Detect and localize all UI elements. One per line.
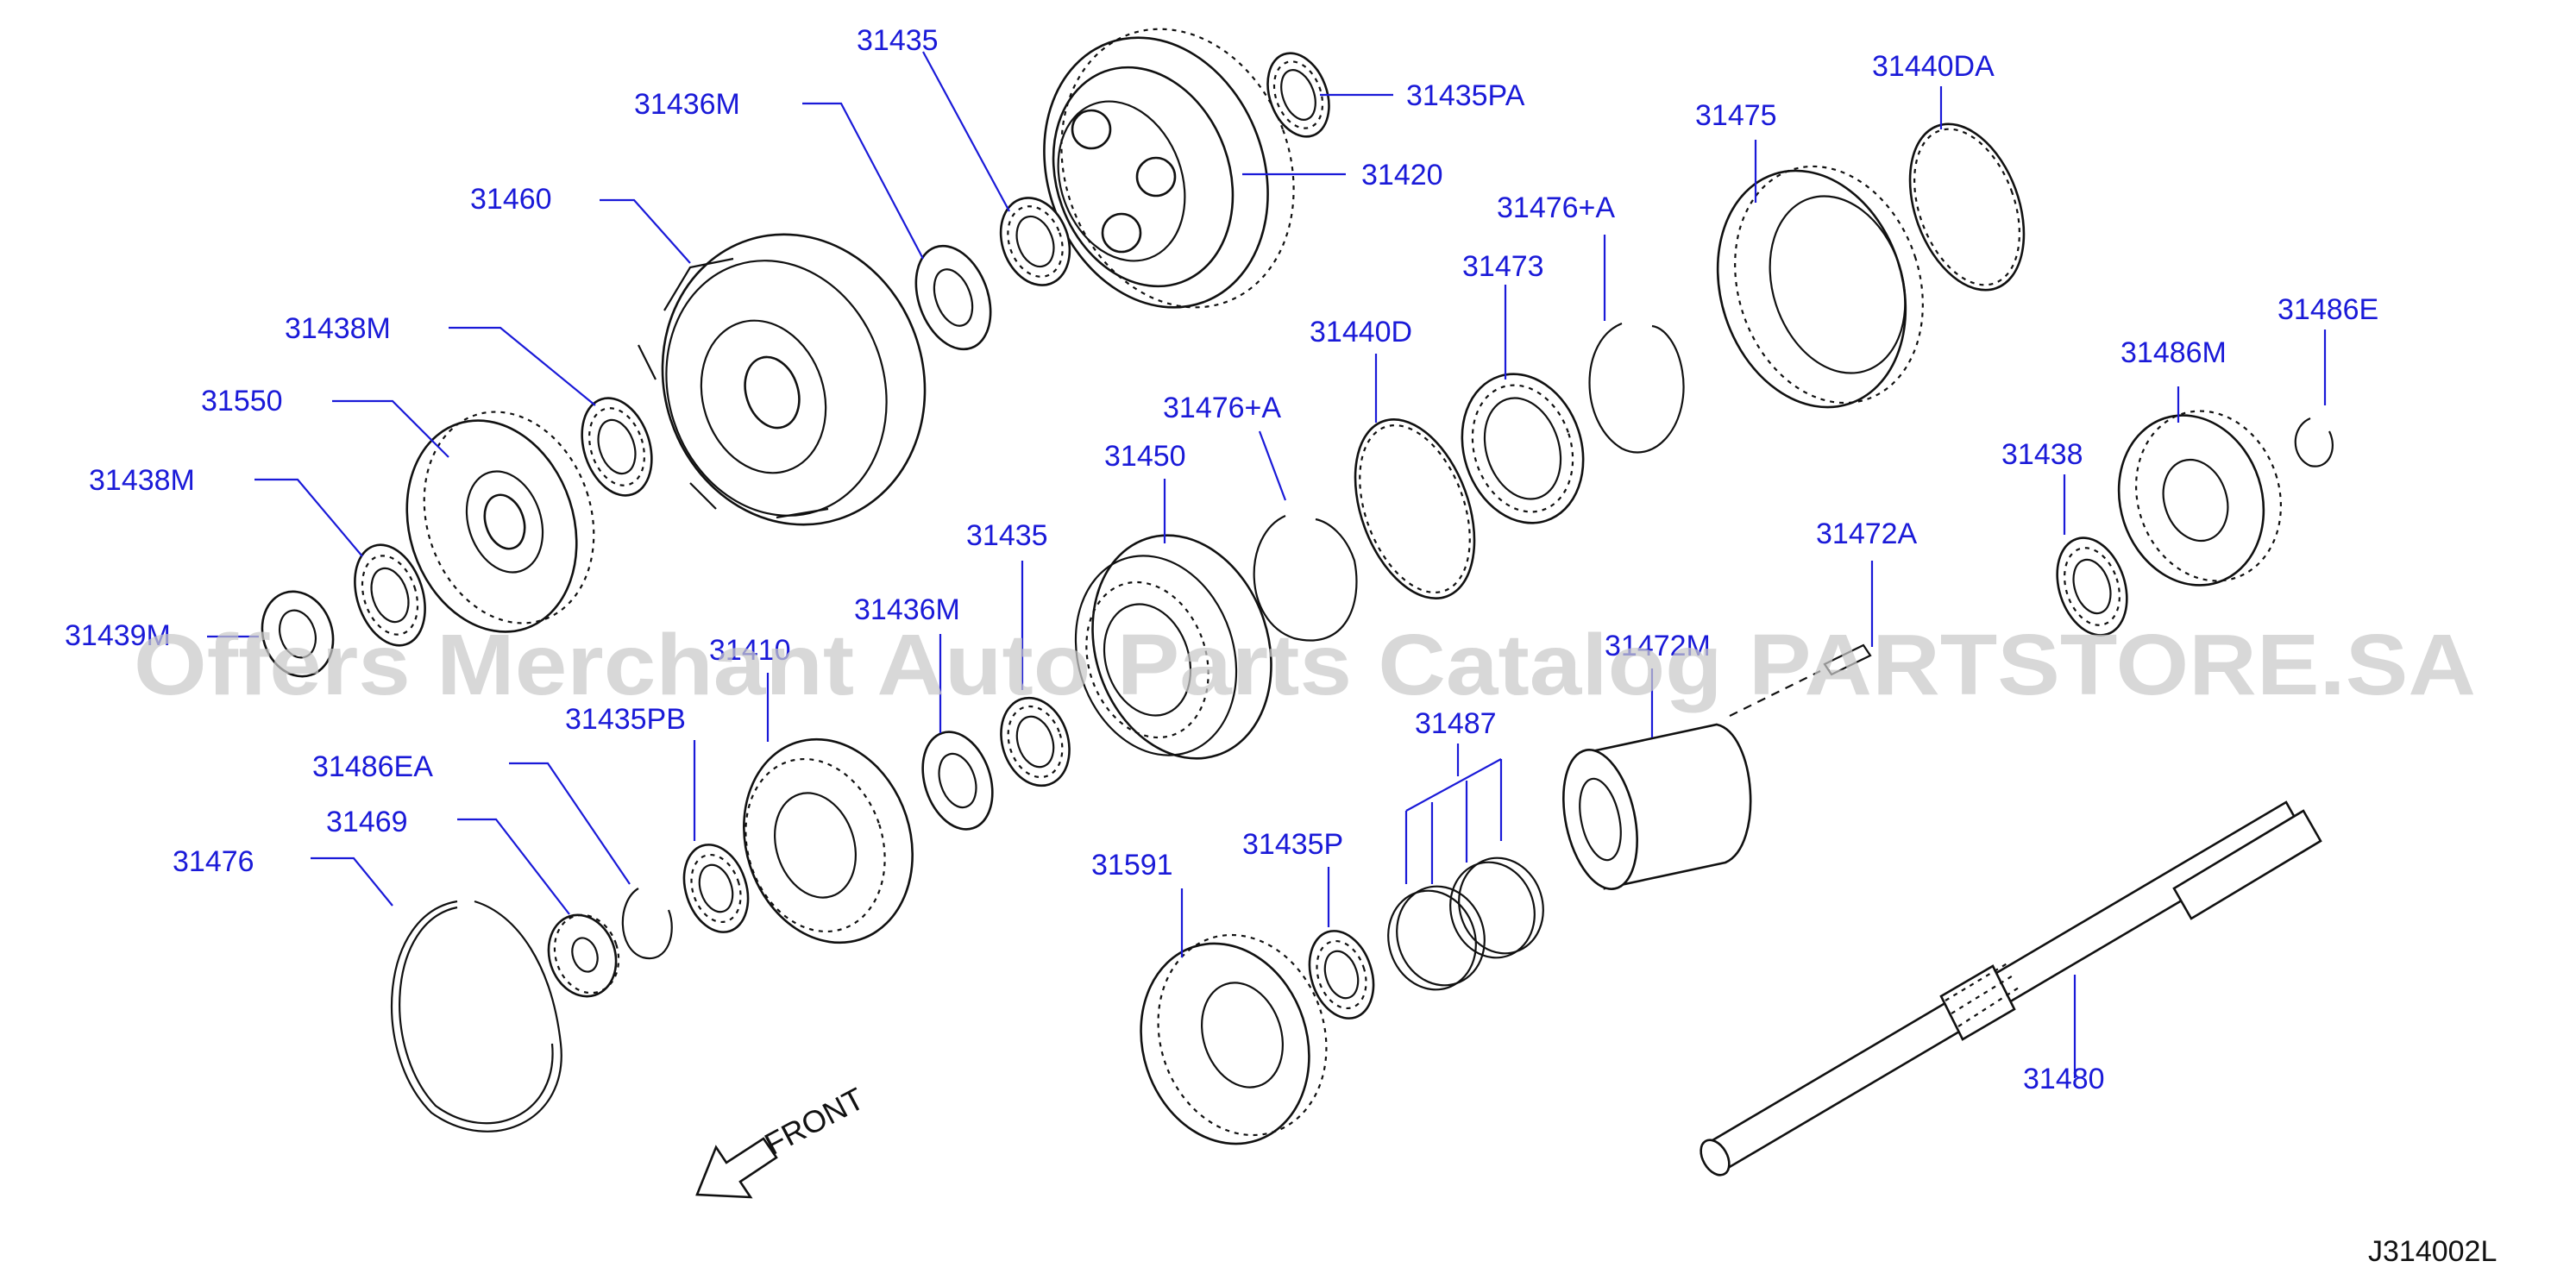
part-31472A[interactable] xyxy=(1729,643,1872,717)
part-31438M-b[interactable] xyxy=(342,536,437,655)
part-31486EA[interactable] xyxy=(621,888,673,960)
part-31476A-mid[interactable] xyxy=(1253,514,1358,642)
callout-31435-top[interactable]: 31435 xyxy=(857,24,939,57)
callout-31486E[interactable]: 31486E xyxy=(2278,293,2378,326)
part-31472M[interactable] xyxy=(1552,723,1752,896)
callout-31440D[interactable]: 31440D xyxy=(1310,316,1412,348)
callout-31435P[interactable]: 31435P xyxy=(1242,828,1343,861)
part-31460[interactable] xyxy=(625,200,962,559)
callout-31439M[interactable]: 31439M xyxy=(65,619,171,652)
part-31410[interactable] xyxy=(719,718,939,965)
watermark-text: Offers Merchant Auto Parts Catalog PARTS… xyxy=(134,617,2476,713)
callout-31591[interactable]: 31591 xyxy=(1091,849,1173,882)
callout-31450[interactable]: 31450 xyxy=(1104,440,1186,473)
part-31435-top[interactable] xyxy=(990,188,1082,295)
part-31435PA[interactable] xyxy=(1257,45,1340,146)
callout-31435PB[interactable]: 31435PB xyxy=(565,703,686,736)
callout-31438[interactable]: 31438 xyxy=(2001,438,2083,471)
callout-31486EA[interactable]: 31486EA xyxy=(312,750,433,783)
callout-31436M-mid[interactable]: 31436M xyxy=(854,593,960,626)
part-31591[interactable] xyxy=(1115,913,1352,1165)
front-arrow-icon xyxy=(695,1137,778,1199)
part-31440DA[interactable] xyxy=(1888,109,2045,306)
part-31487[interactable] xyxy=(1376,847,1555,1001)
part-31480[interactable] xyxy=(1695,800,2322,1180)
callout-31480[interactable]: 31480 xyxy=(2023,1063,2105,1095)
callout-31438M-b[interactable]: 31438M xyxy=(89,464,195,497)
callout-31410[interactable]: 31410 xyxy=(709,634,791,667)
callout-31476A-mid[interactable]: 31476+A xyxy=(1163,392,1281,424)
callout-31472A[interactable]: 31472A xyxy=(1816,518,1918,550)
callout-31486M[interactable]: 31486M xyxy=(2120,336,2227,369)
part-31420[interactable] xyxy=(1008,0,1332,341)
part-31436M-top[interactable] xyxy=(902,235,1004,360)
part-31435P[interactable] xyxy=(1299,923,1385,1027)
part-31469[interactable] xyxy=(538,907,628,1006)
callout-31469[interactable]: 31469 xyxy=(326,806,408,838)
callout-31476A-top[interactable]: 31476+A xyxy=(1497,191,1615,224)
front-label: FRONT xyxy=(759,1081,870,1162)
callout-31476[interactable]: 31476 xyxy=(173,845,254,878)
callout-31472M[interactable]: 31472M xyxy=(1605,630,1711,662)
part-31450[interactable] xyxy=(1051,512,1299,782)
callout-31420[interactable]: 31420 xyxy=(1361,159,1443,191)
callout-31487[interactable]: 31487 xyxy=(1415,707,1497,740)
callout-31475[interactable]: 31475 xyxy=(1695,99,1777,132)
part-31435PB[interactable] xyxy=(674,837,759,941)
callout-labels: 31435 31436M 31435PA 31420 31460 31438M … xyxy=(65,24,2378,1095)
callout-31436M-top[interactable]: 31436M xyxy=(634,88,740,121)
callout-31438M-a[interactable]: 31438M xyxy=(285,312,391,345)
part-31438[interactable] xyxy=(2045,529,2139,644)
callout-31435PA[interactable]: 31435PA xyxy=(1406,79,1525,112)
part-31440D[interactable] xyxy=(1333,403,1497,614)
part-31486M[interactable] xyxy=(2097,392,2303,605)
part-31475[interactable] xyxy=(1688,141,1952,431)
part-31439M[interactable] xyxy=(252,582,344,686)
parts-art xyxy=(252,0,2334,1180)
part-31476A-top[interactable] xyxy=(1588,322,1685,454)
part-31438M-a[interactable] xyxy=(570,389,663,505)
part-31550[interactable] xyxy=(380,390,620,654)
part-31473[interactable] xyxy=(1443,358,1602,538)
front-indicator: FRONT xyxy=(695,1081,870,1199)
leader-lines xyxy=(207,51,2327,1078)
callout-31435-mid[interactable]: 31435 xyxy=(966,519,1048,552)
part-31486E[interactable] xyxy=(2294,417,2334,467)
part-31435-mid[interactable] xyxy=(990,689,1080,794)
callout-31440DA[interactable]: 31440DA xyxy=(1872,50,1995,83)
callout-31550[interactable]: 31550 xyxy=(201,385,283,417)
drawing-code: J314002L xyxy=(2368,1235,2497,1268)
part-31436M-mid[interactable] xyxy=(911,723,1004,838)
callout-31460[interactable]: 31460 xyxy=(470,183,552,216)
part-31476[interactable] xyxy=(391,900,562,1133)
callout-31473[interactable]: 31473 xyxy=(1462,250,1544,283)
